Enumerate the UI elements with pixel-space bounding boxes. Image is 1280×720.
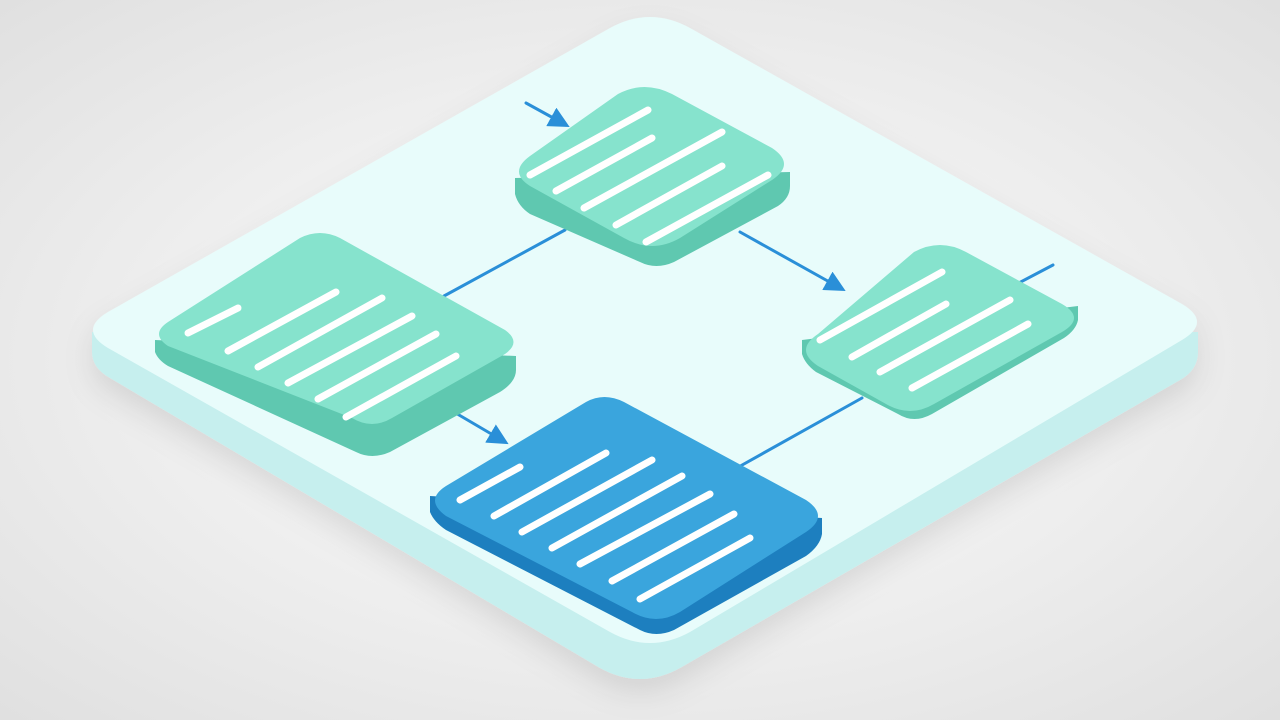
node-right-top — [806, 245, 1074, 411]
text-line — [490, 449, 610, 520]
platform-top — [93, 17, 1197, 643]
node-bottom — [430, 397, 822, 634]
node-top — [515, 87, 790, 266]
edge-bottom-to-right — [733, 396, 864, 471]
text-line — [224, 288, 340, 355]
text-line — [342, 352, 460, 421]
edge-top-to-right — [738, 230, 846, 292]
text-line — [580, 128, 726, 212]
node-right-text-lines — [816, 268, 1032, 392]
node-bottom-text-lines — [456, 449, 754, 603]
text-line — [636, 534, 754, 603]
text-line — [314, 330, 440, 403]
text-line — [576, 490, 714, 568]
text-line — [608, 510, 738, 585]
node-right — [802, 245, 1078, 419]
node-top-text-lines — [526, 106, 772, 246]
text-line — [612, 162, 726, 229]
node-left-text-lines — [184, 288, 460, 421]
text-line — [552, 134, 656, 195]
text-line — [642, 171, 772, 246]
text-line — [254, 294, 386, 371]
text-line — [284, 312, 416, 387]
text-line — [848, 300, 950, 361]
text-line — [876, 296, 1014, 376]
text-line — [526, 106, 652, 179]
edge-incoming-top — [524, 101, 570, 128]
text-line — [908, 320, 1032, 392]
edge-right-outgoing — [1013, 263, 1055, 287]
node-left — [155, 233, 516, 456]
text-line — [548, 472, 686, 552]
text-line — [184, 304, 242, 337]
text-line — [456, 463, 524, 504]
edge-left-to-top — [442, 228, 567, 298]
text-line — [816, 268, 946, 344]
text-line — [518, 456, 656, 536]
